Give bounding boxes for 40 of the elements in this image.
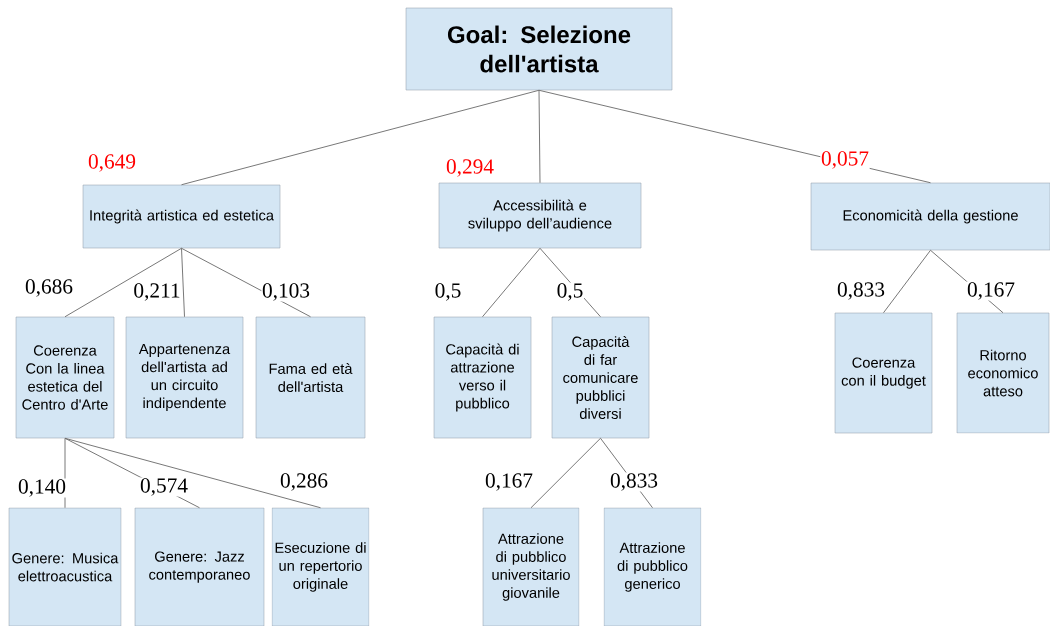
criterion-box: Coerenza con il budget (834, 312, 933, 434)
criterion-box: Genere: Jazz contemporaneo (134, 507, 265, 626)
criterion-box: Attrazione di pubblico generico (603, 507, 702, 626)
weight-label: 0,649 (87, 153, 137, 173)
criterion-box: Coerenza Con la linea estetica del Centro d'Arte (15, 316, 115, 439)
weight-label: 0,140 (17, 478, 67, 498)
criterion-box: Attrazione di pubblico universitario giovanile (482, 507, 580, 626)
connector-line (482, 247, 541, 318)
weight-label: 0,057 (820, 150, 870, 170)
criterion-box: Economicità della gestione (810, 182, 1050, 251)
criterion-box: Ritorno economico atteso (956, 312, 1050, 434)
weight-label: 0,833 (609, 472, 659, 492)
criterion-box: Accessibilità e sviluppo dell’audience (438, 182, 642, 249)
criterion-box: Genere: Musica elettroacustica (8, 507, 122, 626)
weight-label: 0,167 (966, 281, 1016, 301)
criterion-box: Capacità di far comunicare pubblici diversi (551, 316, 650, 439)
connector-line (538, 89, 541, 184)
criterion-box: Fama ed età dell'artista (255, 316, 366, 439)
weight-label: 0,294 (445, 158, 495, 178)
connector-line (64, 247, 182, 318)
weight-label: 0,5 (556, 282, 584, 302)
connector-line (530, 437, 601, 509)
weight-label: 0,833 (836, 281, 886, 301)
criterion-box: Esecuzione di un repertorio originale (271, 507, 370, 626)
connector-line (181, 89, 540, 186)
weight-label: 0,103 (261, 282, 311, 302)
connector-line (181, 247, 185, 318)
criterion-box: Appartenenza dell'artista ad un circuito indipendente (125, 316, 244, 439)
criterion-box: Capacità di attrazione verso il pubblico (433, 316, 532, 439)
weight-label: 0,574 (139, 477, 189, 497)
weight-label: 0,286 (279, 472, 329, 492)
weight-label: 0,167 (484, 472, 534, 492)
goal-box: Goal: Selezione dell'artista (405, 7, 673, 91)
criterion-box: Integrità artistica ed estetica (82, 184, 281, 249)
connector-line (64, 437, 321, 509)
weight-label: 0,686 (24, 278, 74, 298)
weight-label: 0,211 (132, 282, 182, 302)
connector-line (883, 249, 931, 314)
weight-label: 0,5 (434, 282, 462, 302)
connector-line (64, 437, 66, 509)
